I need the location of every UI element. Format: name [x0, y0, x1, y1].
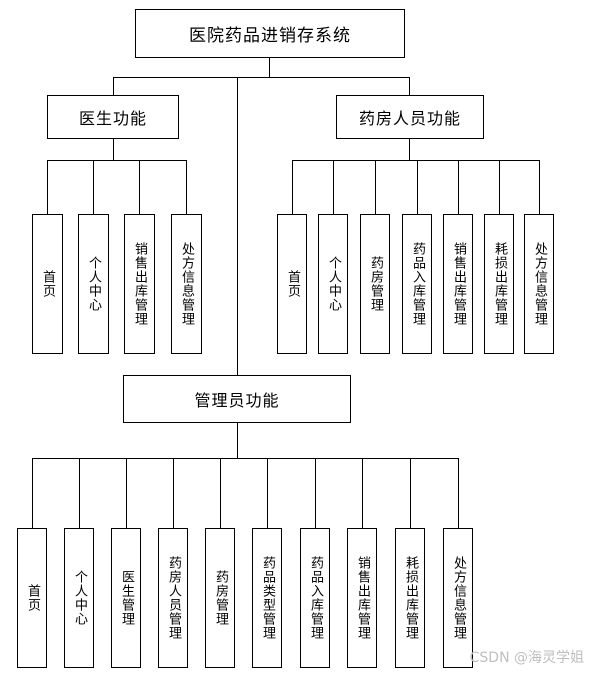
admin-label: 管理员功能	[194, 391, 280, 410]
watermark: CSDN @海灵学姐	[469, 650, 584, 666]
connector-line	[237, 77, 238, 375]
pharmacy-function-item: 处方信息管理	[524, 214, 554, 354]
pharmacy-node: 药房人员功能	[336, 95, 484, 139]
connector-line	[186, 160, 187, 214]
connector-line	[267, 458, 268, 528]
connector-line	[499, 160, 500, 214]
connector-line	[410, 458, 411, 528]
doctor-label: 医生功能	[78, 109, 147, 128]
pharmacy-function-item: 药房管理	[360, 214, 390, 354]
admin-function-item: 首页	[17, 528, 47, 668]
admin-function-item: 药品入库管理	[300, 528, 330, 668]
connector-line	[32, 458, 458, 459]
connector-line	[113, 77, 410, 78]
admin-function-item: 医生管理	[111, 528, 141, 668]
connector-line	[79, 458, 80, 528]
connector-line	[173, 458, 174, 528]
connector-line	[292, 160, 540, 161]
root-label: 医院药品进销存系统	[189, 26, 351, 46]
admin-function-item: 药房人员管理	[158, 528, 188, 668]
connector-line	[458, 458, 459, 528]
connector-line	[539, 160, 540, 214]
pharmacy-label: 药房人员功能	[358, 109, 461, 128]
connector-line	[409, 77, 410, 95]
doctor-node: 医生功能	[47, 95, 179, 139]
connector-line	[269, 58, 270, 77]
connector-line	[292, 160, 293, 214]
connector-line	[315, 458, 316, 528]
root-node: 医院药品进销存系统	[135, 9, 405, 58]
admin-function-item: 个人中心	[64, 528, 94, 668]
pharmacy-function-item: 耗损出库管理	[484, 214, 514, 354]
connector-line	[375, 160, 376, 214]
pharmacy-function-item: 药品入库管理	[402, 214, 432, 354]
doctor-function-item: 销售出库管理	[123, 214, 155, 354]
connector-line	[47, 160, 48, 214]
connector-line	[220, 458, 221, 528]
connector-line	[113, 77, 114, 95]
doctor-function-item: 个人中心	[77, 214, 109, 354]
pharmacy-function-item: 销售出库管理	[443, 214, 473, 354]
connector-line	[458, 160, 459, 214]
admin-function-item: 药品类型管理	[252, 528, 282, 668]
connector-line	[362, 458, 363, 528]
connector-line	[47, 160, 187, 161]
connector-line	[93, 160, 94, 214]
admin-function-item: 药房管理	[205, 528, 235, 668]
doctor-function-item: 首页	[31, 214, 63, 354]
connector-line	[417, 160, 418, 214]
doctor-function-item: 处方信息管理	[170, 214, 202, 354]
connector-line	[237, 423, 238, 458]
connector-line	[409, 139, 410, 160]
pharmacy-function-item: 首页	[277, 214, 307, 354]
admin-function-item: 处方信息管理	[443, 528, 473, 668]
connector-line	[333, 160, 334, 214]
connector-line	[139, 160, 140, 214]
connector-line	[126, 458, 127, 528]
admin-function-item: 耗损出库管理	[395, 528, 425, 668]
pharmacy-function-item: 个人中心	[318, 214, 348, 354]
admin-node: 管理员功能	[123, 375, 351, 423]
connector-line	[113, 139, 114, 160]
connector-line	[32, 458, 33, 528]
admin-function-item: 销售出库管理	[347, 528, 377, 668]
